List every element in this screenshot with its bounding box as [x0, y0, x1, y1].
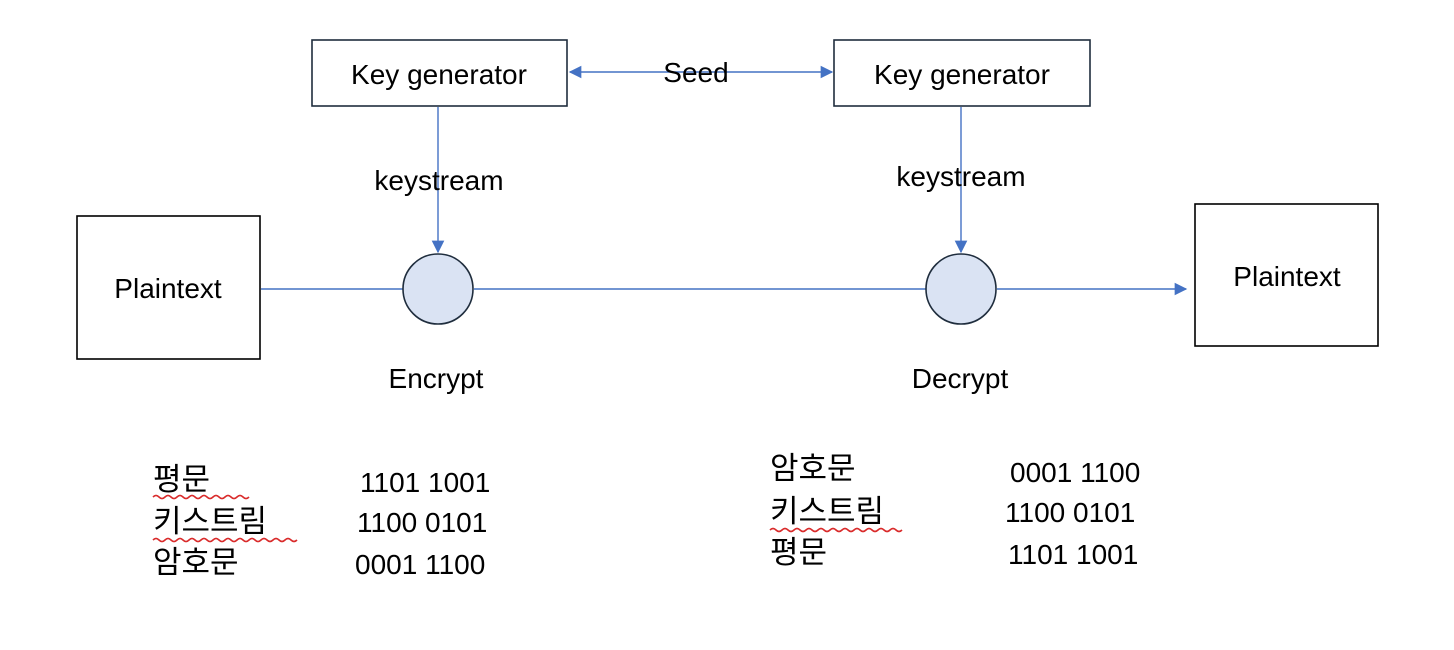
encrypt-row-1-term: 평문: [153, 462, 210, 498]
seed-label: Seed: [663, 57, 728, 88]
encrypt-xor-node: [402, 253, 474, 325]
encrypt-row-3-bits: 0001 1100: [355, 549, 485, 580]
encrypt-label: Encrypt: [389, 363, 484, 394]
decrypt-row-1-term: 암호문: [770, 451, 856, 487]
decrypt-row-1-bits: 0001 1100: [1010, 457, 1140, 488]
encrypt-row-1-bits: 1101 1001: [360, 467, 490, 498]
decrypt-example-table: 암호문 0001 1100 키스트림 1100 0101 평문 1101 100…: [769, 451, 1140, 571]
plaintext-right-node: Plaintext: [1194, 203, 1379, 347]
decrypt-row-2-term: 키스트림: [770, 494, 884, 530]
encrypt-row-2-bits: 1100 0101: [357, 507, 487, 538]
plaintext-left-label: Plaintext: [114, 273, 222, 304]
decrypt-label: Decrypt: [912, 363, 1009, 394]
key-generator-left-label: Key generator: [351, 59, 527, 90]
encrypt-row-3-term: 암호문: [153, 545, 239, 581]
plaintext-right-label: Plaintext: [1233, 261, 1341, 292]
spellcheck-underline: [152, 537, 298, 543]
plaintext-left-node: Plaintext: [76, 215, 261, 360]
keystream-right-label: keystream: [896, 161, 1025, 192]
key-generator-left-node: Key generator: [311, 39, 568, 107]
key-generator-right-label: Key generator: [874, 59, 1050, 90]
encrypt-row-2-term: 키스트림: [153, 504, 267, 540]
decrypt-row-2-bits: 1100 0101: [1005, 497, 1135, 528]
decrypt-xor-node: [925, 253, 997, 325]
encrypt-example-table: 평문 1101 1001 키스트림 1100 0101 암호문 0001 110…: [152, 462, 490, 581]
spellcheck-underline: [769, 527, 903, 533]
key-generator-right-node: Key generator: [833, 39, 1091, 107]
decrypt-row-3-bits: 1101 1001: [1008, 539, 1138, 570]
decrypt-row-3-term: 평문: [770, 535, 827, 571]
spellcheck-underline: [152, 494, 250, 500]
keystream-left-label: keystream: [374, 165, 503, 196]
